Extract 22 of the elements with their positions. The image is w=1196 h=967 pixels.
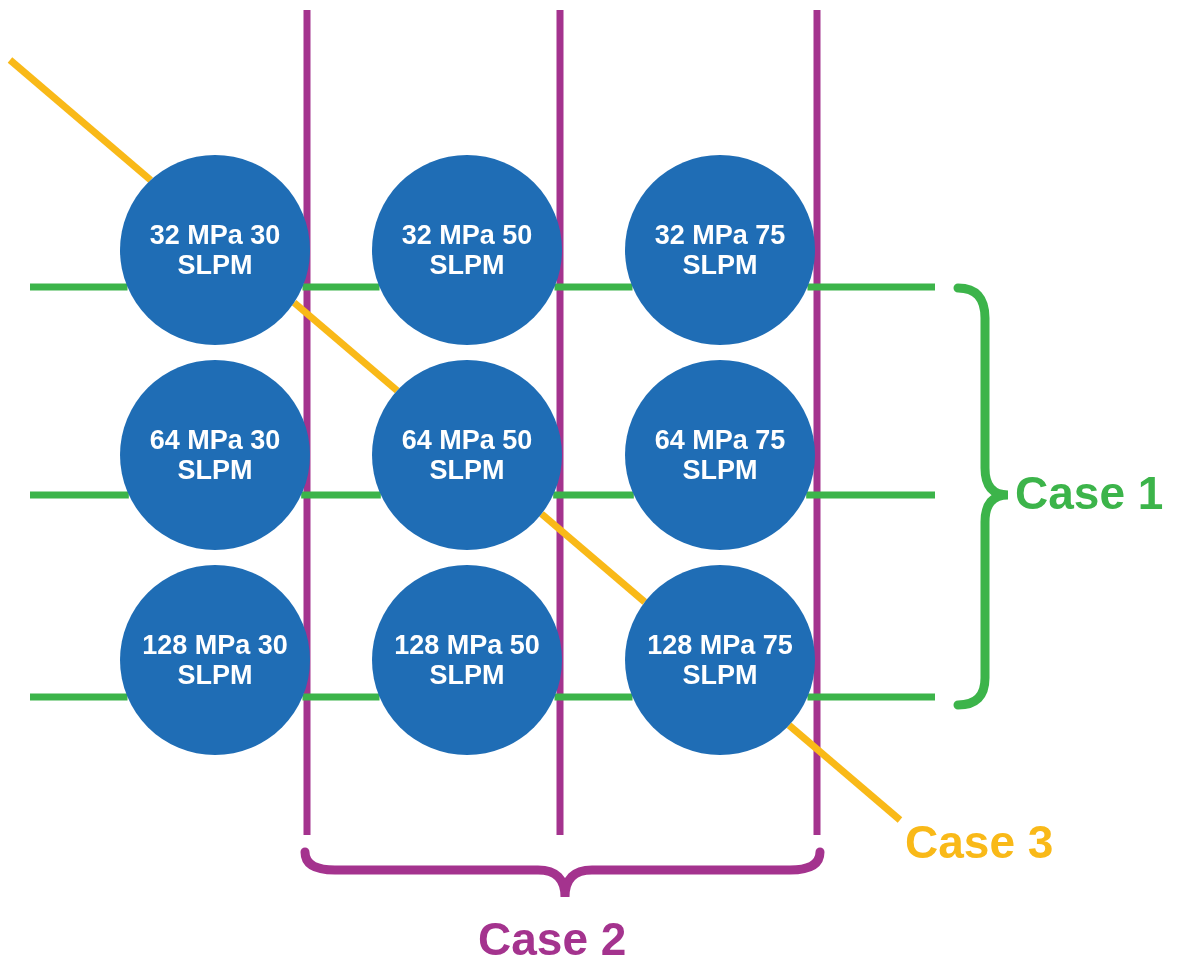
case-label: Case 1 xyxy=(1015,466,1164,520)
node-label: 64 MPa 75 SLPM xyxy=(653,425,787,485)
connector-line xyxy=(554,693,633,701)
node-label: 64 MPa 50 SLPM xyxy=(400,425,534,485)
node-label: 32 MPa 30 SLPM xyxy=(148,220,282,280)
node-label: 128 MPa 50 SLPM xyxy=(393,630,541,690)
connector-line xyxy=(7,57,153,183)
case-label: Case 2 xyxy=(478,912,627,966)
node-label: 32 MPa 50 SLPM xyxy=(400,220,534,280)
node-label: 128 MPa 30 SLPM xyxy=(141,630,289,690)
node-label: 128 MPa 75 SLPM xyxy=(646,630,794,690)
connector-line xyxy=(553,491,634,499)
connector-line xyxy=(302,283,380,291)
case-label: Case 3 xyxy=(905,815,1054,869)
connector-line xyxy=(302,693,380,701)
node-label: 64 MPa 30 SLPM xyxy=(148,425,282,485)
node-label: 32 MPa 75 SLPM xyxy=(653,220,787,280)
connector-line xyxy=(786,722,903,823)
connector-line xyxy=(554,283,633,291)
connector-line xyxy=(539,511,647,605)
connector-line xyxy=(301,491,381,499)
connector-line xyxy=(291,299,400,394)
